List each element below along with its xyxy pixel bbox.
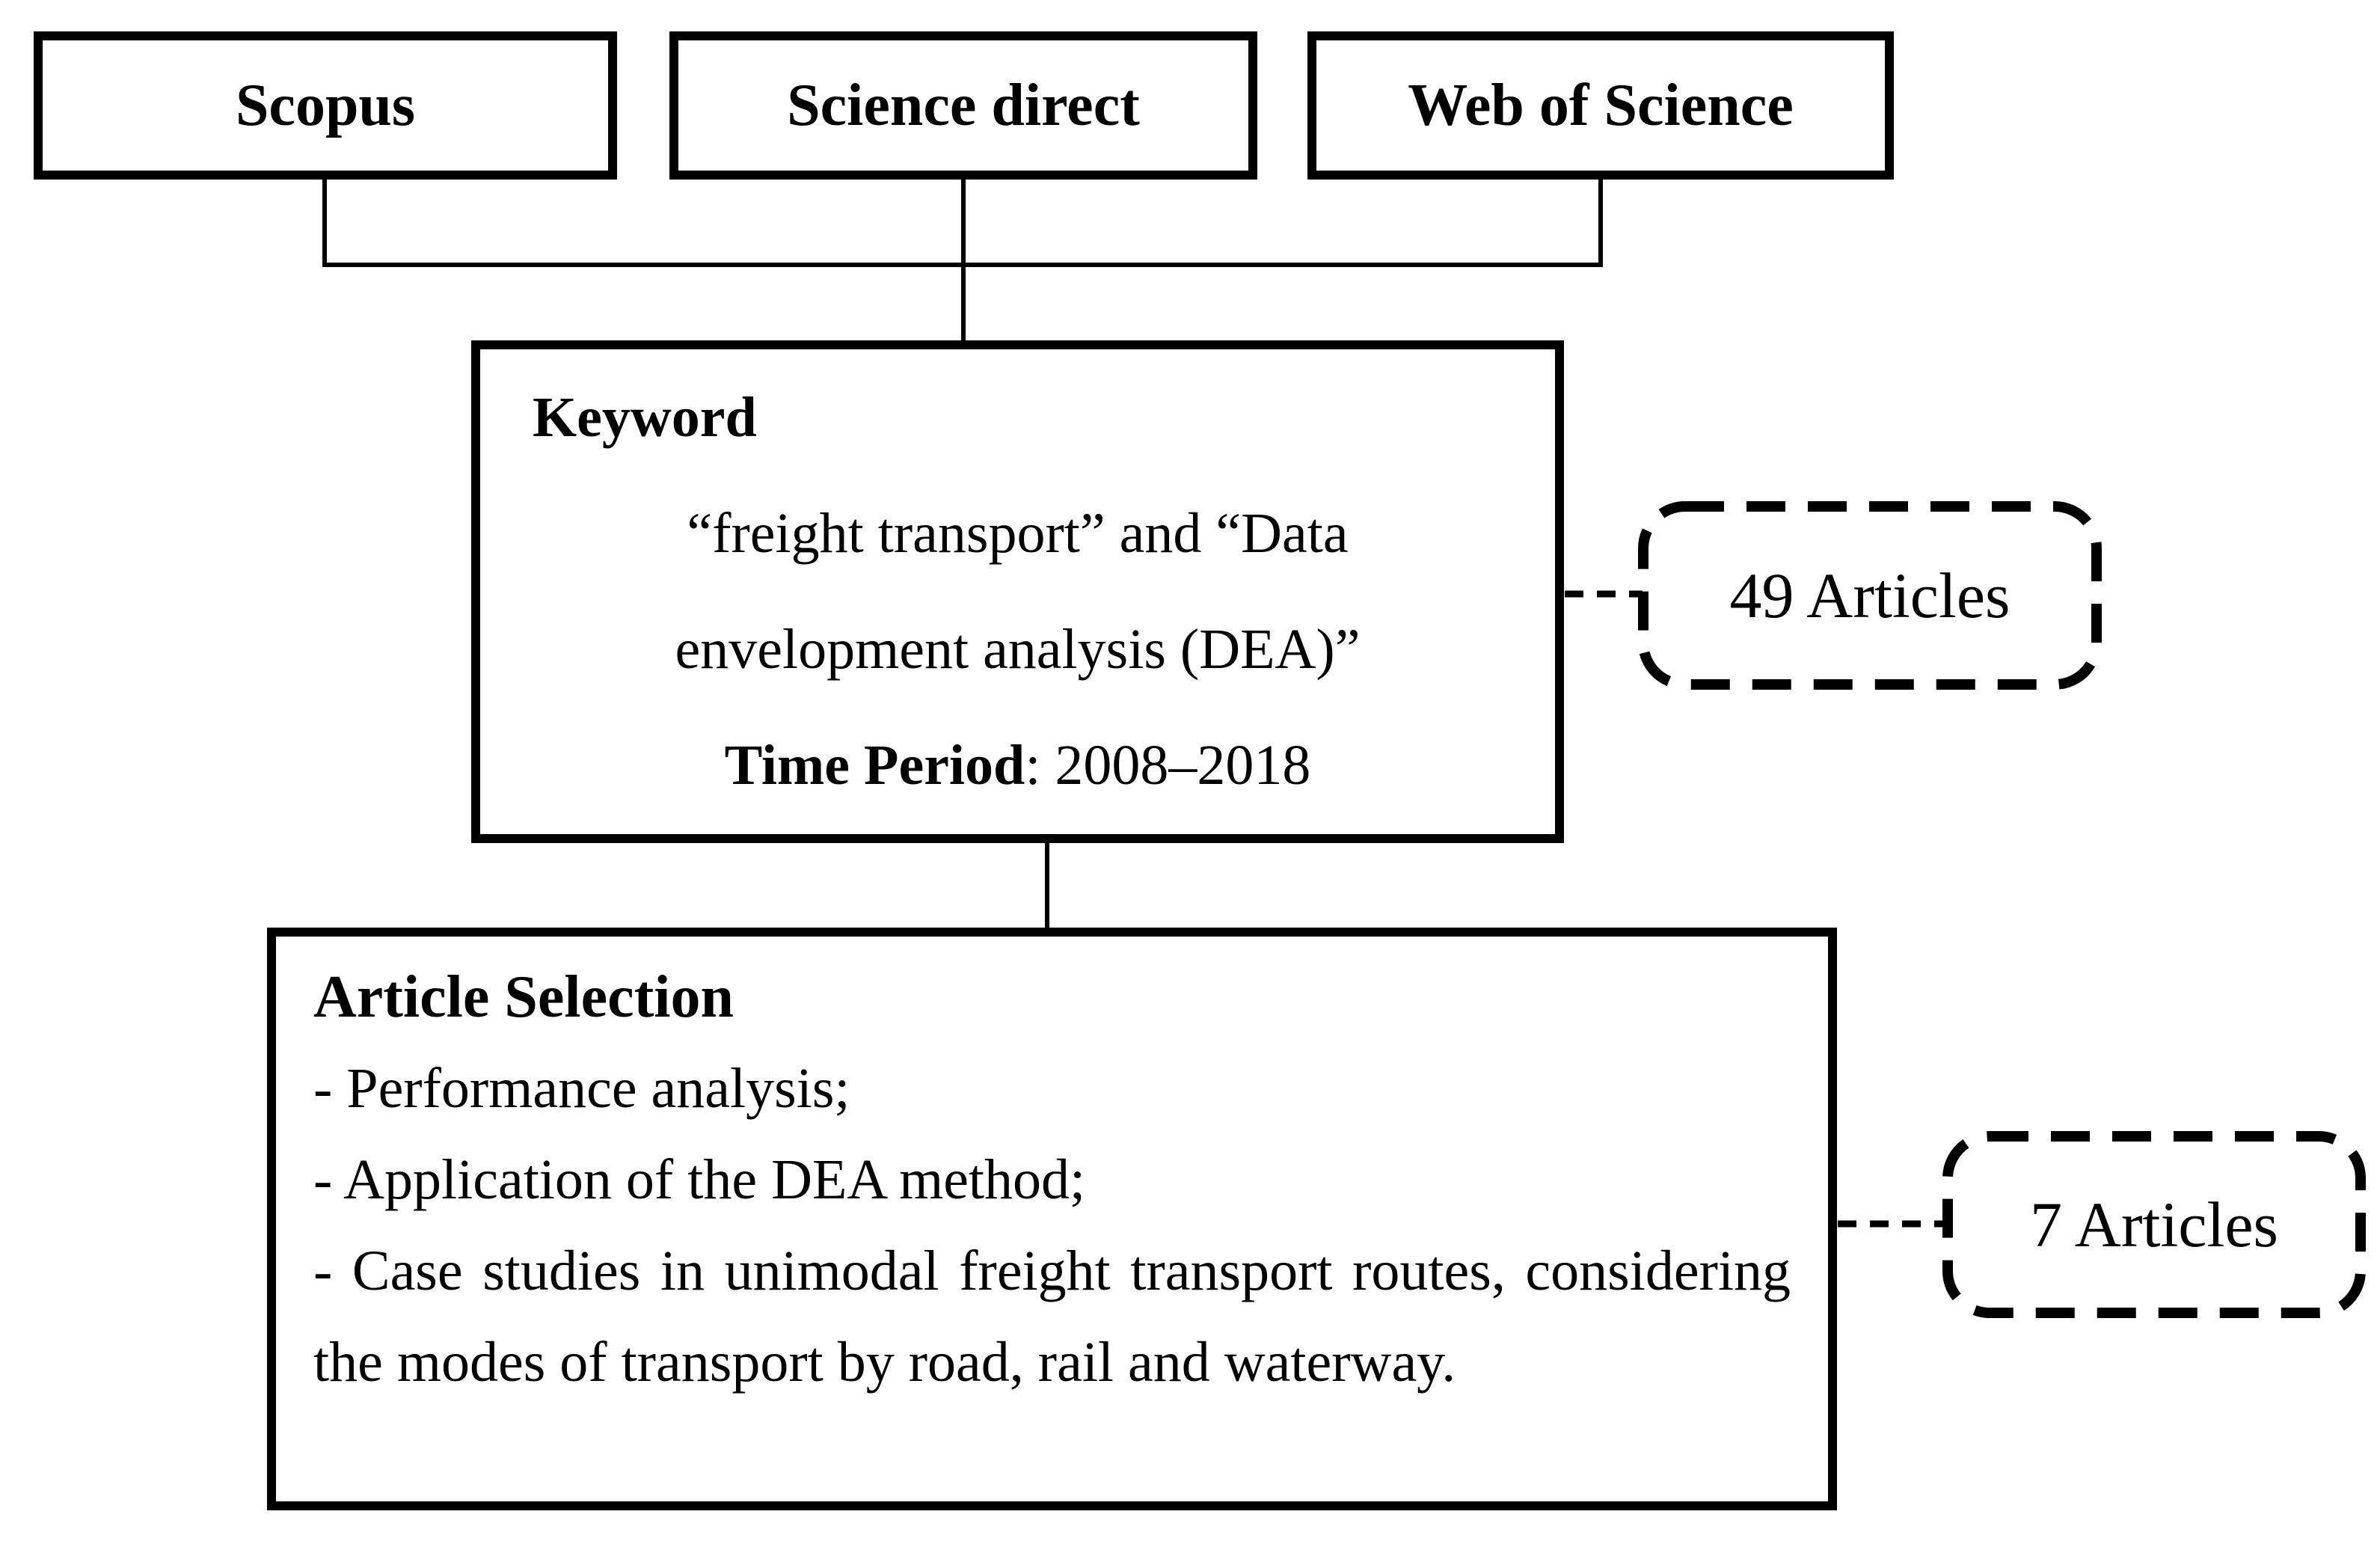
- source-box-web-of-science: Web of Science: [1307, 31, 1894, 180]
- source-box-science-direct: Science direct: [669, 31, 1257, 180]
- badge-49-articles-outline: [1638, 501, 2102, 690]
- keyword-title-line: Keyword: [503, 360, 1533, 476]
- keyword-box: Keyword “freight transport” and “Data en…: [471, 340, 1564, 843]
- keyword-title: Keyword: [533, 386, 757, 449]
- keyword-time-period-line: Time Period : 2008–2018: [503, 708, 1533, 824]
- badge-7-articles-label: 7 Articles: [2030, 1189, 2278, 1260]
- badge-49-articles-label: 49 Articles: [1729, 560, 2011, 631]
- selection-criterion-case-studies: - Case studies in unimodal freight trans…: [313, 1240, 1791, 1394]
- source-box-scopus: Scopus: [34, 31, 617, 180]
- time-period-label: Time Period: [724, 734, 1025, 797]
- article-selection-title: Article Selection: [313, 964, 734, 1030]
- selection-criterion-performance: - Performance analysis;: [313, 1057, 850, 1120]
- badge-7-articles-outline: [1942, 1131, 2366, 1318]
- badge-49-articles: 49 Articles: [1643, 506, 2097, 684]
- keyword-query-line-2: envelopment analysis (DEA)”: [675, 618, 1361, 681]
- source-label-web-of-science: Web of Science: [1408, 72, 1794, 138]
- source-label-scopus: Scopus: [235, 72, 416, 138]
- selection-criterion-dea-method: - Application of the DEA method;: [313, 1148, 1086, 1211]
- source-label-science-direct: Science direct: [787, 72, 1140, 138]
- article-selection-box: Article Selection - Performance analysis…: [267, 928, 1837, 1510]
- time-period-value: : 2008–2018: [1025, 734, 1311, 797]
- badge-7-articles: 7 Articles: [1948, 1136, 2361, 1313]
- keyword-query-line-1: “freight transport” and “Data: [687, 502, 1349, 565]
